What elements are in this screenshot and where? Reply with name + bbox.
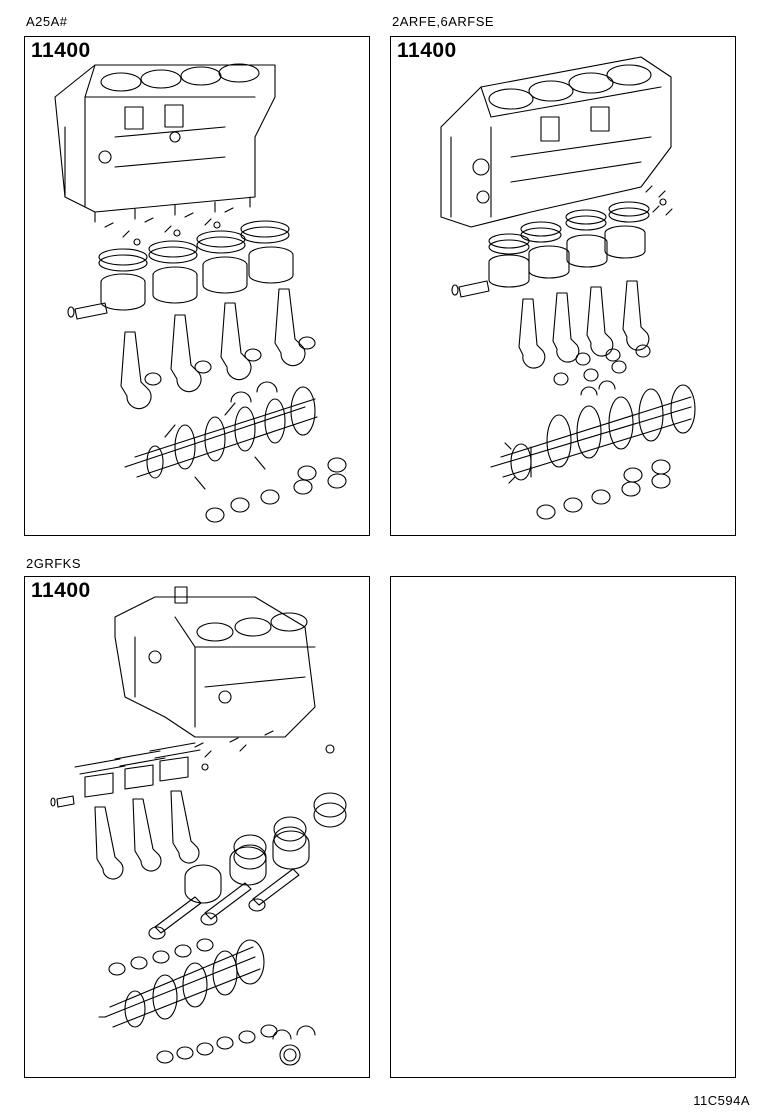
main-bearings — [205, 457, 347, 523]
main-bearings — [536, 459, 671, 520]
connecting-rods — [518, 280, 651, 386]
part-number-label[interactable]: 11400 — [397, 39, 457, 62]
panel-2grfks: 11400 — [24, 576, 370, 1078]
connecting-rods — [94, 790, 300, 940]
panel-empty — [390, 576, 736, 1078]
bearing-cap-bolts — [194, 730, 335, 771]
pistons — [451, 225, 646, 298]
piston-ring-sets — [74, 742, 347, 870]
panel-2arfe-6arfse: 11400 — [390, 36, 736, 536]
crankshaft — [490, 384, 696, 484]
short-block-assembly-illustration — [54, 63, 347, 523]
cylinder-block-drawing — [440, 56, 672, 228]
piston-ring-sets — [488, 201, 650, 255]
reference-code: 11C594A — [693, 1093, 750, 1108]
connecting-rods — [120, 288, 316, 410]
panel-3-caption: 2GRFKS — [26, 556, 82, 571]
panel-1-caption: A25A# — [26, 14, 68, 29]
piston-ring-sets — [98, 220, 290, 272]
thrust-washers — [230, 381, 278, 403]
thrust-washers — [580, 380, 616, 396]
main-bearings — [108, 938, 278, 1064]
short-block-assembly-illustration — [50, 586, 347, 1066]
cylinder-block-drawing — [54, 63, 276, 223]
bearing-cap-bolts — [645, 185, 673, 216]
crankshaft — [124, 386, 318, 490]
part-number-label[interactable]: 11400 — [31, 39, 91, 62]
panel-2-caption: 2ARFE,6ARFSE — [392, 14, 495, 29]
panel-a25a: 11400 — [24, 36, 370, 536]
pistons — [50, 756, 310, 904]
thrust-washers — [272, 1025, 316, 1066]
short-block-assembly-illustration — [440, 56, 696, 520]
crankshaft — [98, 939, 265, 1028]
bearing-cap-bolts — [104, 207, 234, 246]
part-number-label[interactable]: 11400 — [31, 579, 91, 602]
pistons — [67, 246, 294, 320]
cylinder-block-drawing — [114, 586, 316, 738]
